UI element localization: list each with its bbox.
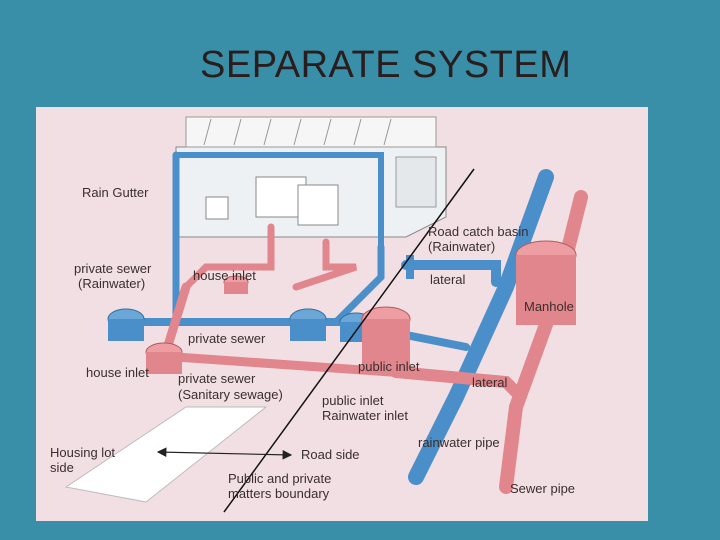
- label-lateral-top: lateral: [430, 272, 466, 287]
- label-road-catch-basin-1: Road catch basin: [428, 224, 528, 239]
- label-housing-lot-2: side: [50, 460, 74, 475]
- label-housing-lot-1: Housing lot: [50, 445, 115, 460]
- label-lateral-right: lateral: [472, 375, 508, 390]
- label-boundary-2: matters boundary: [228, 486, 330, 501]
- label-private-sewer-rain-1: private sewer: [74, 261, 152, 276]
- label-public-inlet-rain-2: Rainwater inlet: [322, 408, 408, 423]
- separate-system-diagram: Rain Gutter private sewer (Rainwater) ho…: [36, 107, 648, 521]
- label-private-sewer-rain-2: (Rainwater): [78, 276, 145, 291]
- sewage-manholes: [145, 240, 577, 374]
- label-manhole: Manhole: [524, 299, 574, 314]
- label-sewer-pipe: Sewer pipe: [510, 481, 575, 496]
- label-house-inlet-top: house inlet: [193, 268, 256, 283]
- slide-title: SEPARATE SYSTEM: [200, 44, 572, 86]
- label-private-sewer-san-2: (Sanitary sewage): [178, 387, 283, 402]
- label-boundary-1: Public and private: [228, 471, 331, 486]
- label-rainwater-pipe: rainwater pipe: [418, 435, 500, 450]
- label-private-sewer-san-1: private sewer: [178, 371, 256, 386]
- label-road-side: Road side: [301, 447, 360, 462]
- diagram-canvas: Rain Gutter private sewer (Rainwater) ho…: [50, 116, 588, 513]
- label-rain-gutter: Rain Gutter: [82, 185, 149, 200]
- label-road-catch-basin-2: (Rainwater): [428, 239, 495, 254]
- label-public-inlet: public inlet: [358, 359, 420, 374]
- label-public-inlet-rain-1: public inlet: [322, 393, 384, 408]
- house-building: [175, 116, 447, 238]
- side-arrow: [156, 447, 293, 460]
- label-house-inlet-left: house inlet: [86, 365, 149, 380]
- label-private-sewer-mid: private sewer: [188, 331, 266, 346]
